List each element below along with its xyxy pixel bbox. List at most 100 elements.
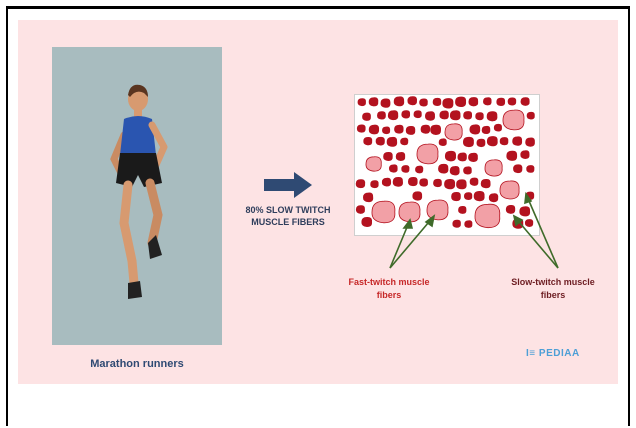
slow-twitch-fiber [394,96,404,106]
slow-twitch-fiber [369,97,379,106]
slow-twitch-fiber [506,205,515,214]
slow-twitch-fiber [361,217,372,227]
slow-twitch-fiber [382,127,390,135]
slow-twitch-fiber [468,153,478,162]
slow-twitch-fiber [458,206,466,214]
slow-twitch-fiber [376,137,385,146]
slow-twitch-fiber [444,179,455,189]
slow-twitch-fiber [487,111,498,121]
pediaa-logo: I≡ PEDIAA [526,348,580,359]
pediaa-logo-text: PEDIAA [539,348,580,359]
slow-twitch-fiber [456,179,466,189]
fast-twitch-fiber [500,181,519,199]
slow-twitch-fiber [419,98,428,106]
fast-twitch-fiber [417,144,438,164]
fast-twitch-fiber [503,110,524,130]
slow-twitch-fiber [381,98,391,107]
slow-twitch-fiber [475,112,483,120]
slow-twitch-fiber [356,205,365,214]
slow-twitch-fiber [470,178,479,186]
slow-twitch-fiber [438,164,448,174]
slow-twitch-fiber [468,97,478,106]
slow-twitch-fiber [406,126,415,135]
slow-twitch-fiber [512,218,523,228]
slow-twitch-fiber [477,139,486,147]
slow-twitch-fiber [394,125,403,134]
slow-twitch-fiber [363,137,372,145]
slow-twitch-fiber [377,111,386,119]
slow-twitch-fiber [464,220,472,228]
fast-twitch-fiber [399,202,420,222]
slow-twitch-fiber [450,166,460,175]
slow-twitch-fiber [513,164,522,173]
slow-twitch-fiber [463,111,472,119]
slow-twitch-fiber [500,137,509,145]
slow-twitch-fiber [457,153,466,162]
fast-twitch-label-line2: fibers [324,289,454,302]
slow-twitch-fiber [388,110,398,120]
fast-twitch-fiber [475,204,500,227]
slow-twitch-fiber [407,96,417,105]
slow-twitch-fiber [362,113,371,121]
slow-twitch-fiber [356,179,365,188]
slow-twitch-fiber [520,150,529,159]
slow-twitch-fiber [464,192,472,200]
slow-twitch-fiber [527,112,535,120]
fiber-percentage-line2: MUSCLE FIBERS [233,216,343,228]
fast-twitch-label: Fast-twitch muscle fibers [324,276,454,302]
slow-twitch-fiber [419,178,428,186]
slow-twitch-fiber [387,137,397,147]
right-arrow-icon [264,172,314,198]
fast-twitch-fiber [485,160,502,176]
diagram-panel: Marathon runners 80% SLOW TWITCH MUSCLE … [18,20,618,384]
fast-twitch-label-line1: Fast-twitch muscle [324,276,454,289]
pediaa-logo-mark: I≡ [526,348,536,359]
slow-twitch-fiber [383,152,393,161]
fiber-percentage-label: 80% SLOW TWITCH MUSCLE FIBERS [233,204,343,228]
slow-twitch-fiber [439,111,448,120]
slow-twitch-fiber [393,177,403,187]
fast-twitch-fiber [372,201,395,223]
slow-twitch-fiber [525,219,533,227]
slow-twitch-fiber [370,180,378,188]
slow-twitch-fiber [487,136,498,146]
slow-twitch-fiber [396,152,405,161]
slow-twitch-fiber [525,192,534,200]
fast-twitch-fiber [445,124,462,140]
runner-caption: Marathon runners [52,358,222,370]
slow-twitch-fiber [512,136,522,145]
slow-twitch-fiber [401,165,409,173]
slow-twitch-fiber [525,138,535,147]
runner-figure [52,47,222,345]
slow-twitch-fiber [508,97,516,105]
slow-twitch-fiber [521,97,530,106]
fiber-percentage-line1: 80% SLOW TWITCH [233,204,343,216]
slow-twitch-fiber [494,124,502,132]
slow-twitch-fiber [469,124,480,134]
slow-twitch-fiber [382,178,391,187]
slow-twitch-fiber [400,138,408,146]
slow-twitch-fiber [463,166,472,174]
slow-twitch-fiber [389,164,398,172]
slow-twitch-fiber [357,124,366,132]
slow-twitch-label: Slow-twitch muscle fibers [488,276,618,302]
slow-twitch-fiber [481,179,491,188]
slow-twitch-label-line2: fibers [488,289,618,302]
slow-twitch-fiber [450,110,461,120]
slow-twitch-fiber [526,165,534,173]
slow-twitch-fiber [451,192,461,201]
slow-twitch-fiber [445,151,456,161]
slow-twitch-fiber [489,193,498,202]
slow-twitch-fiber [414,110,422,118]
slow-twitch-fiber [463,137,474,147]
slow-twitch-fiber [363,193,373,203]
muscle-fiber-cross-section [354,94,540,236]
slow-twitch-fiber [496,98,505,106]
slow-twitch-fiber [358,98,366,106]
slow-twitch-fiber [433,179,442,187]
slow-twitch-label-line1: Slow-twitch muscle [488,276,618,289]
slow-twitch-fiber [433,98,442,106]
slow-twitch-fiber [439,138,447,146]
fast-twitch-fiber [427,200,448,220]
slow-twitch-fiber [412,191,422,200]
